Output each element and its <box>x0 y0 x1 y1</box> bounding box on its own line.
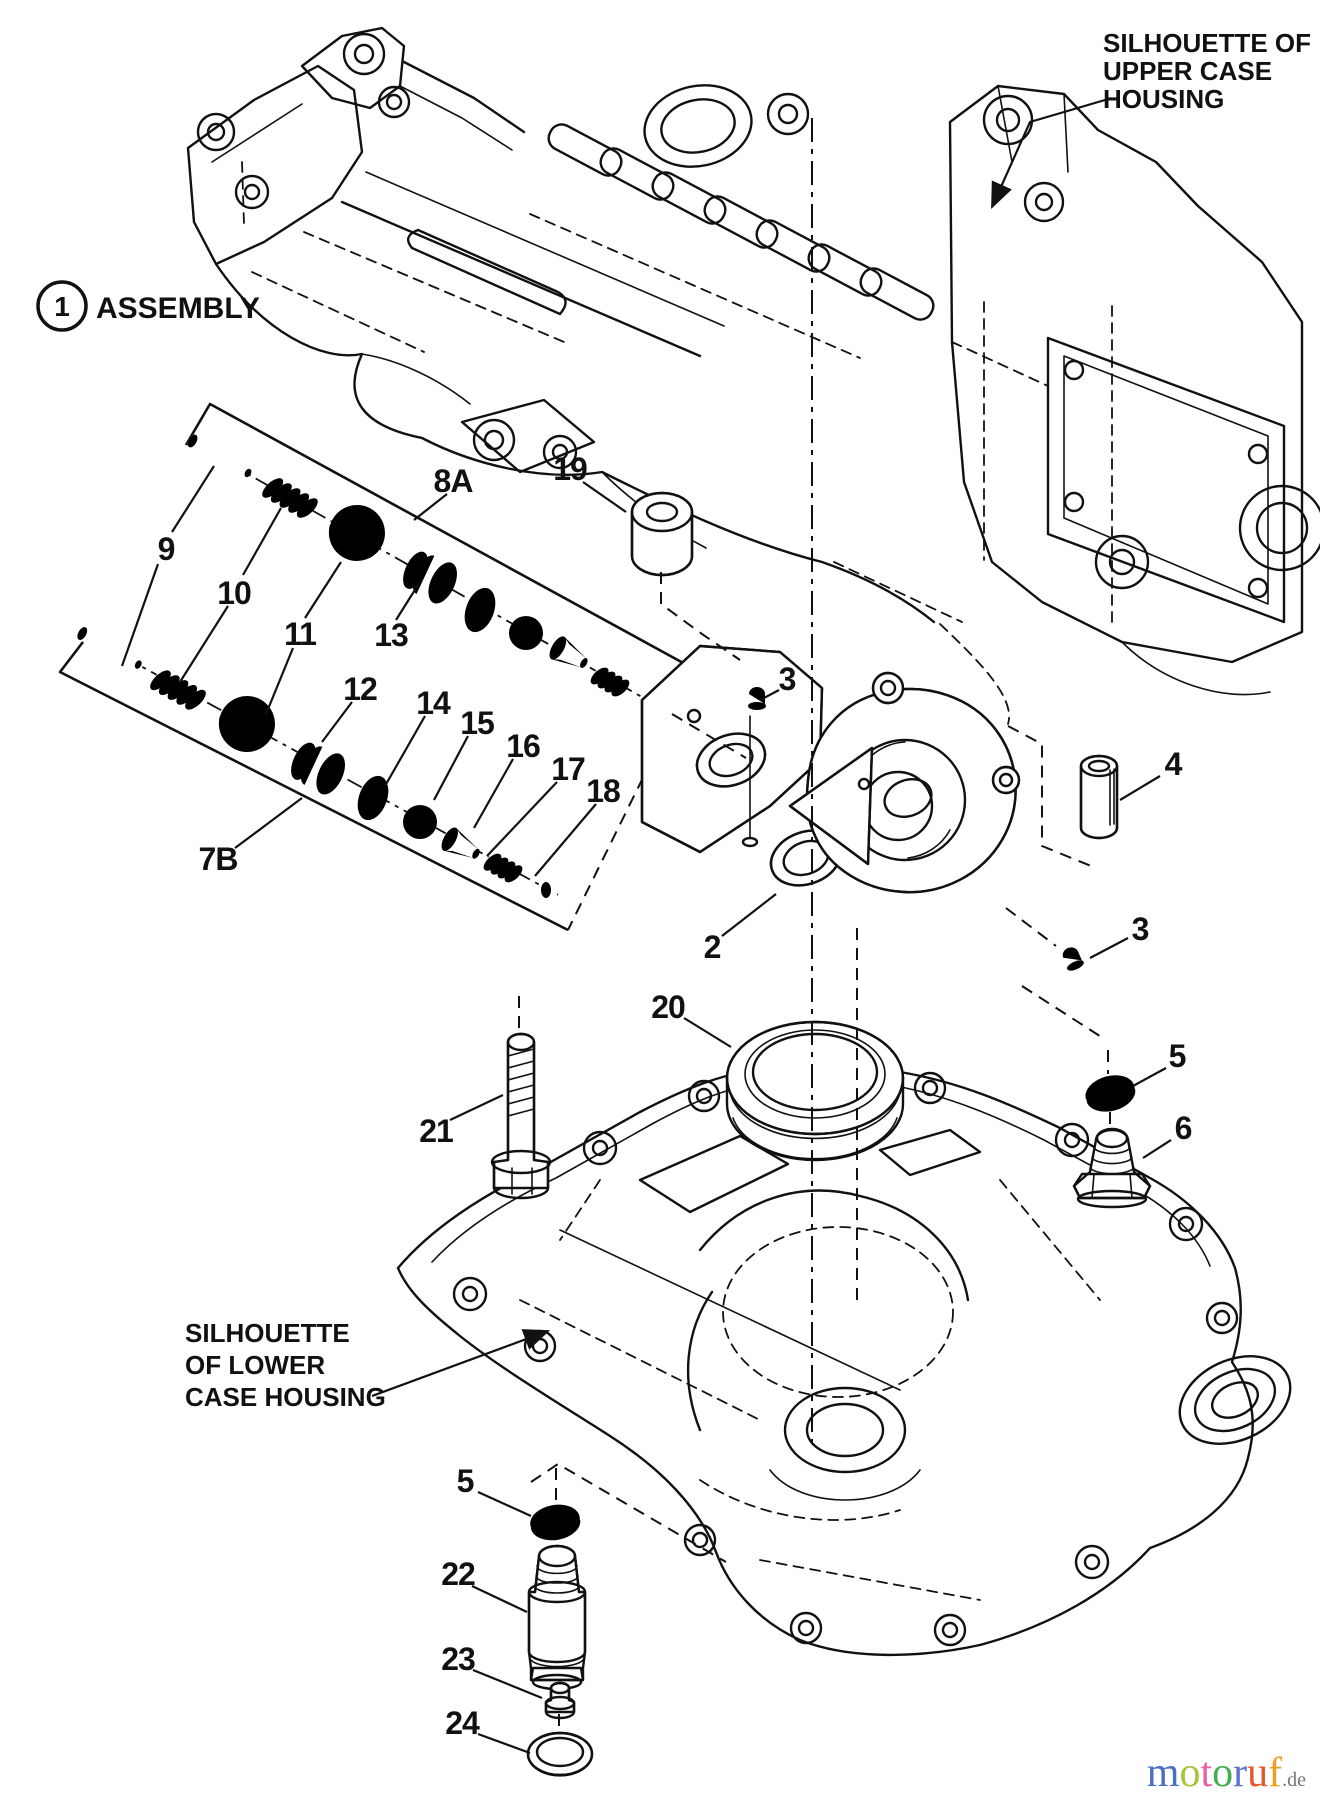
part-4-roll-pin <box>1079 754 1119 840</box>
part-12-bushing <box>285 737 351 799</box>
part-label-24: 24 <box>445 1705 480 1741</box>
part-17-spring-b <box>479 847 527 889</box>
motoruf-logo-letter: t <box>1200 1750 1213 1796</box>
part-24-o-ring <box>526 1731 594 1777</box>
lower-silhouette-note-line2: OF LOWER <box>185 1350 325 1380</box>
upper-silhouette-note-line1: SILHOUETTE OF <box>1103 28 1311 58</box>
part-label-22: 22 <box>441 1556 475 1592</box>
part-3-plug-b <box>1059 944 1086 973</box>
motoruf-logo-letter: m <box>1146 1750 1180 1796</box>
group-8a-border <box>184 402 697 672</box>
part-label-3-right: 3 <box>1132 911 1149 947</box>
part-22-valve-body <box>527 1544 587 1691</box>
exploded-parts <box>75 432 1152 1777</box>
part-label-17: 17 <box>551 751 585 787</box>
part-18-seat-b <box>529 874 557 906</box>
motoruf-logo-letter: o <box>1212 1750 1234 1796</box>
part-label-12: 12 <box>343 671 377 707</box>
lower-case-housing-drawing <box>396 1068 1292 1657</box>
motoruf-logo-letter: r <box>1233 1750 1248 1796</box>
part-label-5-right: 5 <box>1169 1038 1186 1074</box>
part-label-16: 16 <box>506 728 540 764</box>
part-2-pump-assembly <box>640 644 1021 894</box>
group-7b-border <box>58 637 569 932</box>
leader-lines <box>120 98 1172 1755</box>
part-5-washer-bottom <box>527 1500 583 1545</box>
part-label-14: 14 <box>416 685 451 721</box>
part-15-ball-b <box>403 805 437 839</box>
part-label-23: 23 <box>441 1641 475 1677</box>
part-label-11: 11 <box>284 616 316 652</box>
part-label-8A: 8A <box>434 463 474 499</box>
motoruf-logo-suffix: .de <box>1282 1769 1306 1791</box>
part-21-bolt <box>490 1032 552 1200</box>
part-label-7B: 7B <box>199 841 238 877</box>
construction-lines <box>518 118 1111 1730</box>
assembly-number: 1 <box>54 291 70 322</box>
part-label-21: 21 <box>419 1113 453 1149</box>
lower-silhouette-note-line1: SILHOUETTE <box>185 1318 350 1348</box>
part-13-bushing <box>397 546 463 608</box>
part-16-valve-pin-a <box>546 633 593 676</box>
upper-silhouette-note-line3: HOUSING <box>1103 84 1224 114</box>
part-label-9: 9 <box>158 531 175 567</box>
part-16-valve-pin-b <box>438 824 485 867</box>
part-10-spring-a <box>257 470 323 526</box>
motoruf-logo[interactable]: motoruf.de <box>1147 1752 1306 1794</box>
motoruf-logo-letter: f <box>1268 1750 1283 1796</box>
part-20-gasket-ring <box>725 1020 905 1162</box>
part-label-4: 4 <box>1165 746 1183 782</box>
part-6-plug-screw <box>1072 1127 1152 1209</box>
part-label-5-bottom: 5 <box>457 1463 474 1499</box>
part-9-pin-a <box>185 432 255 481</box>
part-label-10: 10 <box>217 575 251 611</box>
part-label-20: 20 <box>651 989 685 1025</box>
part-5-washer-right <box>1081 1070 1140 1117</box>
part-23-cap <box>544 1681 576 1720</box>
motoruf-logo-letter: o <box>1179 1750 1201 1796</box>
part-15-ball-a <box>509 616 543 650</box>
part-10-spring-b <box>145 663 211 717</box>
part-14-ring-a <box>458 583 502 637</box>
upper-note-arrow <box>990 98 1106 210</box>
upper-case-housing-drawing <box>186 26 1320 725</box>
upper-silhouette-note-line2: UPPER CASE <box>1103 56 1272 86</box>
part-19-roller <box>630 491 694 577</box>
part-label-18: 18 <box>586 773 620 809</box>
part-11-gear-a <box>319 495 395 571</box>
part-label-3-upper: 3 <box>779 661 796 697</box>
assembly-number-circle <box>36 280 88 332</box>
part-17-spring-a <box>586 661 634 703</box>
part-label-19: 19 <box>553 451 587 487</box>
diagram-text: 1 ASSEMBLY SILHOUETTE OF UPPER CASE HOUS… <box>36 28 1311 1741</box>
assembly-title: ASSEMBLY <box>96 292 260 325</box>
part-label-15: 15 <box>460 705 494 741</box>
lower-note-arrow <box>371 1329 551 1398</box>
part-label-6: 6 <box>1175 1110 1192 1146</box>
motoruf-logo-letter: u <box>1247 1750 1269 1796</box>
part-label-13: 13 <box>374 617 408 653</box>
lower-silhouette-note-line3: CASE HOUSING <box>185 1382 386 1412</box>
part-label-2: 2 <box>704 929 721 965</box>
